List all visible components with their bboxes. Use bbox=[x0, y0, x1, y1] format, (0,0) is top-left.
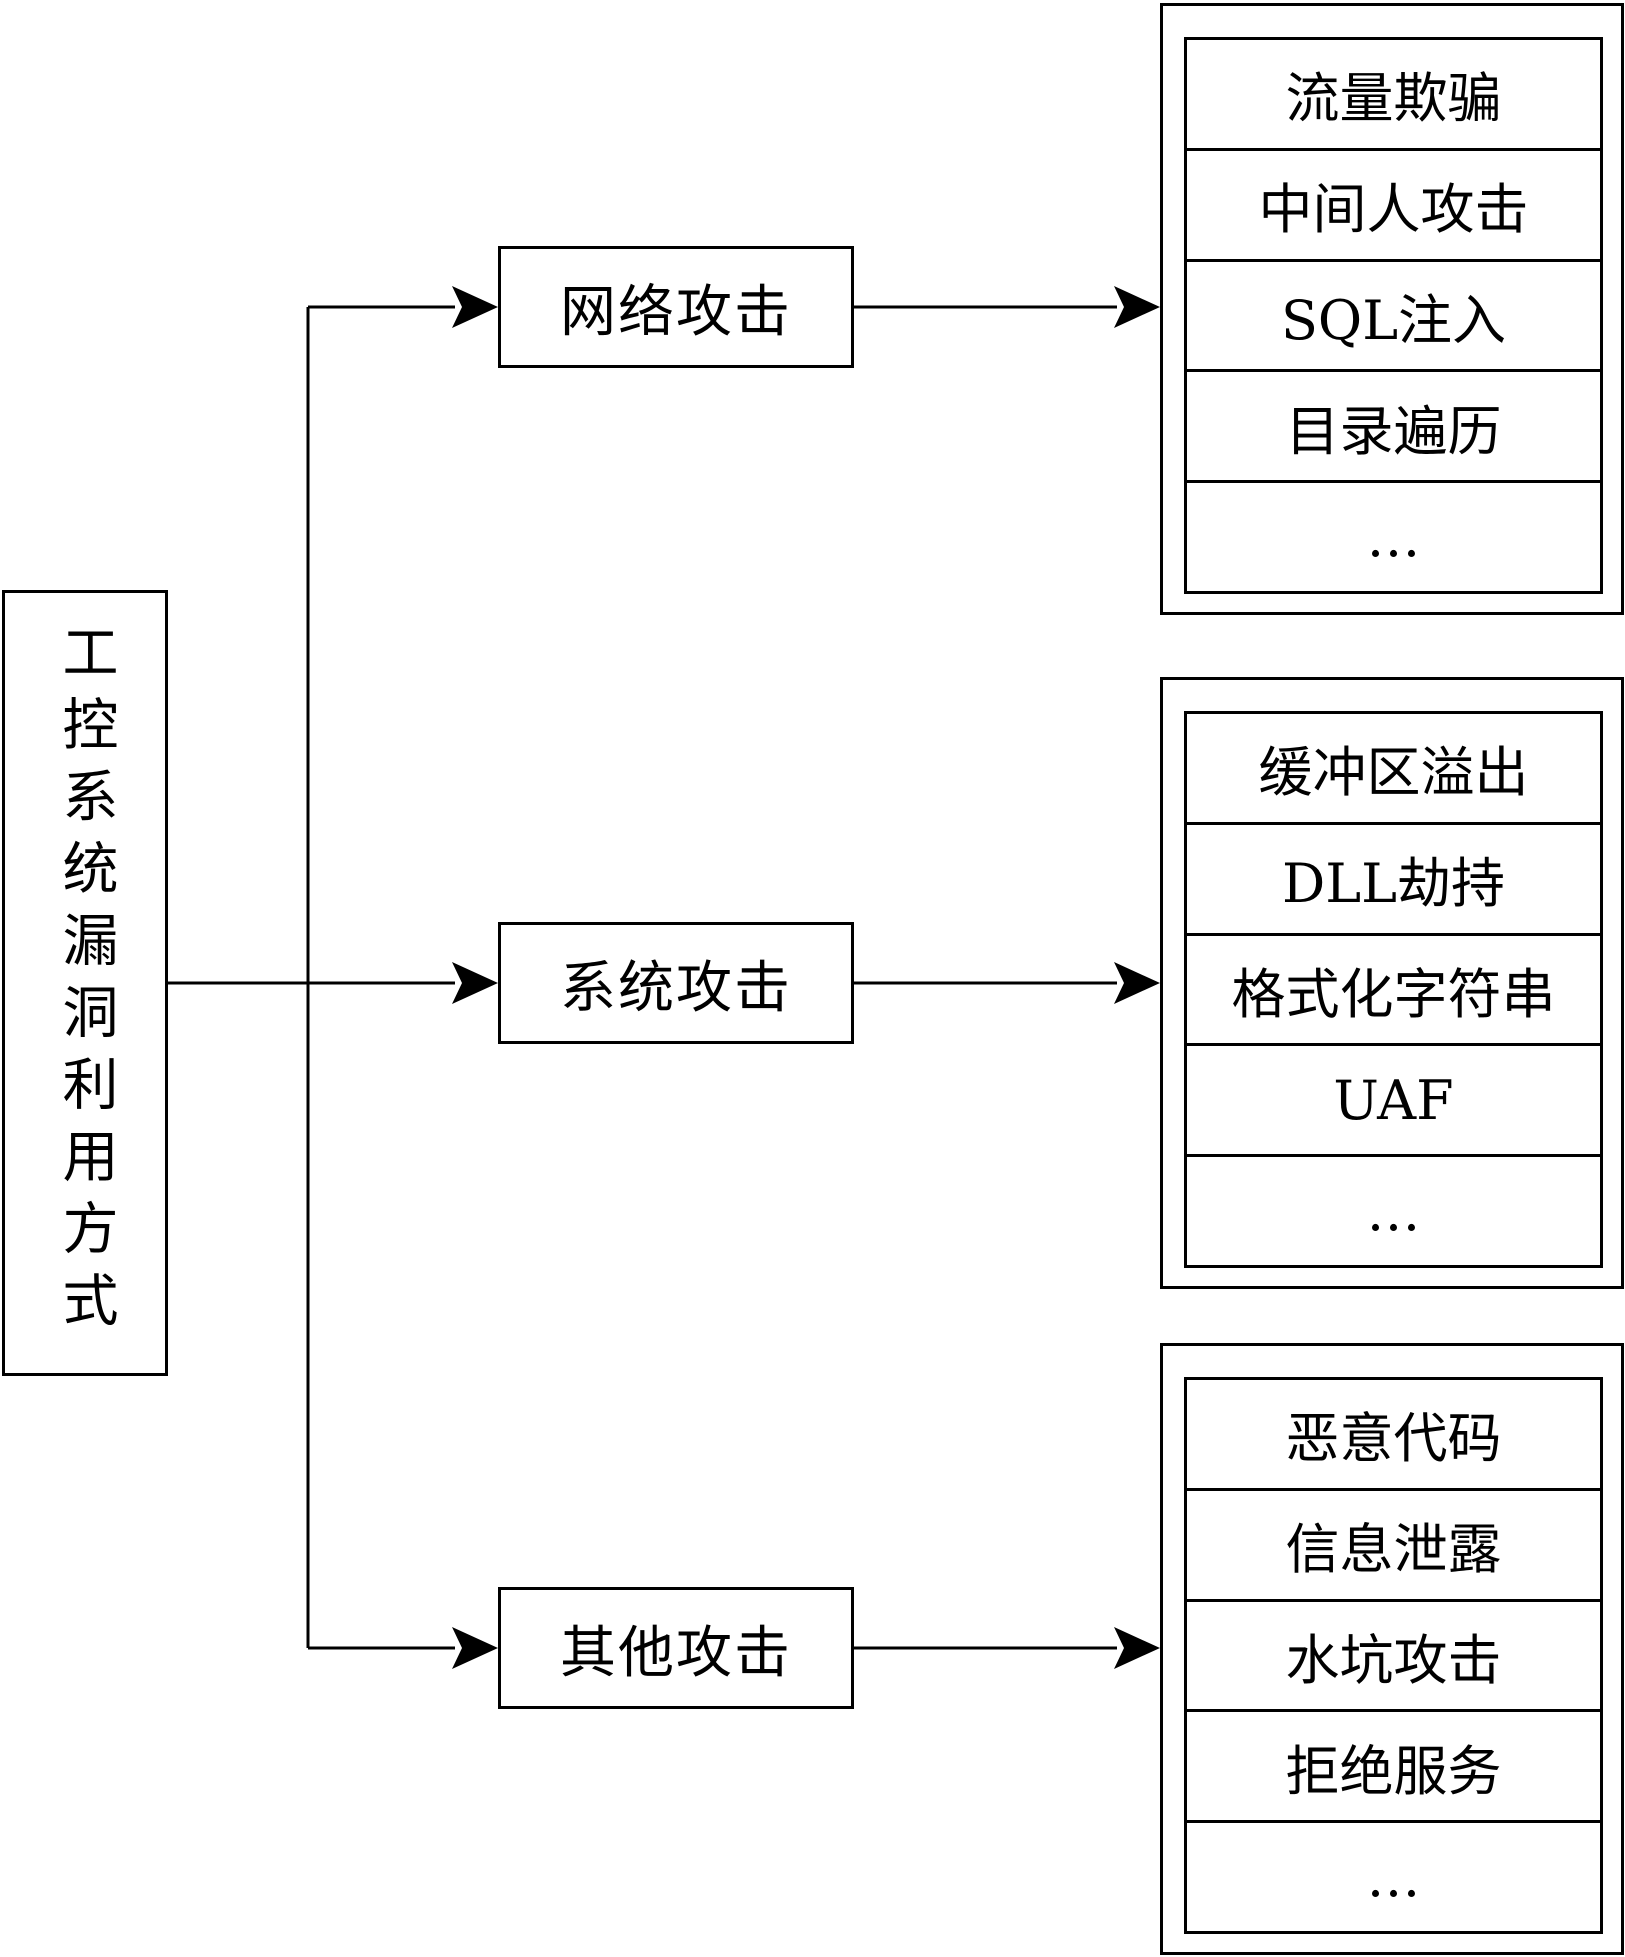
list-item: 恶意代码 bbox=[1187, 1380, 1600, 1491]
list-item: 缓冲区溢出 bbox=[1187, 714, 1600, 825]
arrow-icon-system-list bbox=[1114, 962, 1160, 1004]
category-label: 系统攻击 bbox=[560, 955, 792, 1021]
root-node: 工控系统漏洞利用方式 bbox=[2, 590, 168, 1376]
list-item-ellipsis: … bbox=[1366, 505, 1421, 569]
category-label: 其他攻击 bbox=[560, 1620, 792, 1686]
category-label: 网络攻击 bbox=[560, 279, 792, 345]
other-attack-list: 恶意代码 信息泄露 水坑攻击 拒绝服务 … bbox=[1184, 1377, 1603, 1934]
arrow-icon-network bbox=[452, 286, 498, 328]
category-other-attack: 其他攻击 bbox=[498, 1587, 854, 1709]
list-item: 目录遍历 bbox=[1187, 372, 1600, 484]
list-item: 拒绝服务 bbox=[1187, 1712, 1600, 1824]
list-item: 格式化字符串 bbox=[1187, 936, 1600, 1047]
list-item: UAF bbox=[1187, 1046, 1600, 1158]
list-item: 水坑攻击 bbox=[1187, 1602, 1600, 1713]
list-item: 流量欺骗 bbox=[1187, 40, 1600, 151]
list-item: SQL注入 bbox=[1187, 262, 1600, 373]
arrow-icon-network-list bbox=[1114, 286, 1160, 328]
category-system-attack: 系统攻击 bbox=[498, 922, 854, 1044]
list-item: 中间人攻击 bbox=[1187, 151, 1600, 262]
arrow-icon-other-list bbox=[1114, 1627, 1160, 1669]
arrow-icon-system bbox=[452, 962, 498, 1004]
list-item-ellipsis: … bbox=[1366, 1179, 1421, 1243]
arrow-icon-other bbox=[452, 1627, 498, 1669]
list-item-ellipsis: … bbox=[1366, 1845, 1421, 1909]
system-attack-list: 缓冲区溢出 DLL劫持 格式化字符串 UAF … bbox=[1184, 711, 1603, 1268]
system-attack-list-frame: 缓冲区溢出 DLL劫持 格式化字符串 UAF … bbox=[1160, 677, 1624, 1289]
list-item: DLL劫持 bbox=[1187, 825, 1600, 936]
category-network-attack: 网络攻击 bbox=[498, 246, 854, 368]
network-attack-list: 流量欺骗 中间人攻击 SQL注入 目录遍历 … bbox=[1184, 37, 1603, 594]
network-attack-list-frame: 流量欺骗 中间人攻击 SQL注入 目录遍历 … bbox=[1160, 3, 1624, 615]
root-label: 工控系统漏洞利用方式 bbox=[53, 623, 118, 1343]
list-item: 信息泄露 bbox=[1187, 1491, 1600, 1602]
other-attack-list-frame: 恶意代码 信息泄露 水坑攻击 拒绝服务 … bbox=[1160, 1343, 1624, 1955]
